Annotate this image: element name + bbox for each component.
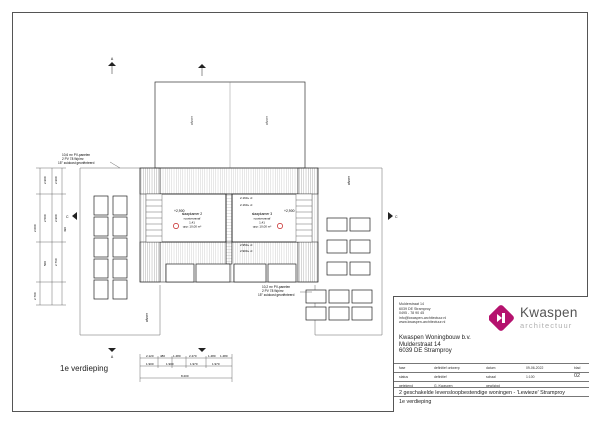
hdim-1: 2.120: [146, 354, 154, 358]
title-row: getekend G. Kwaspen gewijzigd: [394, 381, 589, 390]
address-line: info@kwaspen-architectuur.nl: [399, 315, 447, 320]
cell-label: status: [399, 374, 409, 379]
cell-label: schaal: [486, 374, 496, 379]
client-info: Kwaspen Woningbouw b.v. Mulderstraat 14 …: [399, 335, 471, 355]
title-row: fase definitief ontwerp datum 09-06-2022…: [394, 363, 589, 372]
room-left-height: 1,41: [189, 221, 195, 225]
floor-label: 1e verdieping: [60, 364, 109, 373]
stair-left: [145, 193, 163, 243]
section-c-left: C: [66, 215, 69, 219]
logo-name: Kwaspen: [520, 305, 578, 320]
logo-mark-icon: [489, 305, 514, 331]
address-line: 0495 - 78 90 45: [399, 311, 425, 316]
pv-bottom-1: 10,2 m² PV-panelen: [262, 285, 290, 289]
smoke-detector-right-icon: [277, 223, 283, 229]
title-row: status definitief schaal 1:100 02: [394, 372, 589, 381]
hdim-10: 1.970: [212, 362, 220, 366]
hdim-3: 1.480: [173, 354, 181, 358]
level-left: +2,900: [174, 209, 185, 213]
room-left-sub: roostervanaf: [184, 217, 201, 221]
section-markers: A A C C: [66, 57, 398, 359]
client-company: Kwaspen Woningbouw b.v.: [399, 335, 471, 341]
stair-right: [295, 193, 313, 243]
room-right-sub: roostervanaf: [254, 217, 271, 221]
client-city: 6039 DE Stramproy: [399, 348, 452, 355]
logo-sub: architectuur: [520, 321, 573, 330]
section-c-right: C: [395, 215, 398, 219]
cell-value: 1:100: [526, 374, 535, 379]
room-right-height: 1,41: [259, 221, 265, 225]
pv-bottom-2: 2 PV 78 Wp/m²: [262, 289, 284, 293]
vdim-6: 2.760: [54, 258, 58, 266]
roof-label-3: afvoer: [347, 175, 351, 185]
mid-dim-4: 2.900+ vl: [240, 249, 253, 253]
pv-top-1: 10,6 m² PV-panelen: [62, 153, 90, 157]
section-a-top: A: [111, 57, 114, 61]
roof-label-1: afvoer: [190, 115, 194, 125]
drawing-name: 1e verdieping: [399, 398, 432, 405]
pv-top-2: 2 PV 78 Wp/m²: [62, 157, 84, 161]
mid-dim-2: 2.160+ vl: [240, 203, 253, 207]
pv-bottom-3: 15° zuidoost georiënteerd: [258, 293, 295, 297]
project-name: 2 geschakelde levensloopbestendige wonin…: [399, 389, 565, 396]
rooms: [159, 193, 299, 265]
office-address: Mulderstraat 14 6039 DE Stramproy 0495 -…: [399, 302, 446, 325]
cell-label: gewijzigd: [486, 383, 500, 388]
vdim-4: 2.900: [54, 176, 58, 184]
address-line: 6039 DE Stramproy: [399, 306, 431, 311]
horizontal-dimensions: [139, 354, 233, 382]
cell-value: 09-06-2022: [526, 365, 544, 370]
cell-label: getekend: [399, 383, 413, 388]
smoke-detector-left-icon: [173, 223, 179, 229]
section-a-bottom: A: [111, 355, 114, 359]
cell-label: blad: [574, 365, 581, 370]
vdim-5: 2.900: [54, 214, 58, 222]
roof-label-2: afvoer: [265, 115, 269, 125]
sheet-number: 02: [574, 373, 581, 379]
cell-value: definitief ontwerp: [434, 365, 460, 370]
vdim-2: 2.500: [43, 214, 47, 222]
vdim-3: 500: [43, 261, 47, 266]
pv-top-3: 15° zuidoost georiënteerd: [58, 161, 95, 165]
pv-panels-left: [93, 195, 128, 300]
site-outline: [79, 167, 383, 336]
vdim-9: 2.700: [33, 292, 37, 300]
vdim-1: 2.900: [43, 176, 47, 184]
hdim-9: 1.970: [190, 362, 198, 366]
cell-value: G. Kwaspen: [434, 383, 453, 388]
address-line: Mulderstraat 14: [399, 302, 424, 306]
hdim-total: 8.200: [181, 374, 189, 378]
dormers: [165, 263, 297, 283]
client-street: Mulderstraat 14: [399, 341, 441, 348]
pv-panels-right: [305, 217, 373, 321]
cell-value: definitief: [434, 374, 447, 379]
project-title: 2 geschakelde levensloopbestendige wonin…: [394, 387, 589, 397]
hdim-8: 1.900: [166, 362, 174, 366]
room-right-area: opp: 10,00 m²: [253, 225, 272, 229]
kwaspen-logo: Kwaspen architectuur: [489, 305, 585, 331]
level-right: +2,900: [284, 209, 295, 213]
roof-label-4: afvoer: [145, 312, 149, 322]
vdim-8: 2.000: [33, 224, 37, 232]
room-left-area: opp: 10,00 m²: [183, 225, 202, 229]
vertical-dimensions: [36, 167, 66, 306]
mid-dim-1: 2.160+ vl: [240, 196, 253, 200]
hdim-6: 1.480: [220, 354, 228, 358]
room-right-name: slaapkamer 3: [252, 212, 272, 216]
title-grid: fase definitief ontwerp datum 09-06-2022…: [394, 363, 589, 390]
cell-label: datum: [486, 365, 496, 370]
title-block: Mulderstraat 14 6039 DE Stramproy 0495 -…: [393, 296, 589, 414]
mid-dim-3: 2.950+ vl: [240, 243, 253, 247]
cell-label: fase: [399, 365, 406, 370]
hdim-7: 1.900: [146, 362, 154, 366]
drawing-title: 1e verdieping: [394, 396, 589, 414]
room-left-name: slaapkamer 2: [182, 212, 202, 216]
hdim-4: 2.470: [189, 354, 197, 358]
hdim-2: 480: [160, 354, 165, 358]
address-line: www.kwaspen-architectuur.nl: [399, 320, 446, 325]
roof-strip-top: [139, 167, 319, 195]
hdim-5: 1.480: [208, 354, 216, 358]
vdim-7: 490: [63, 227, 67, 232]
